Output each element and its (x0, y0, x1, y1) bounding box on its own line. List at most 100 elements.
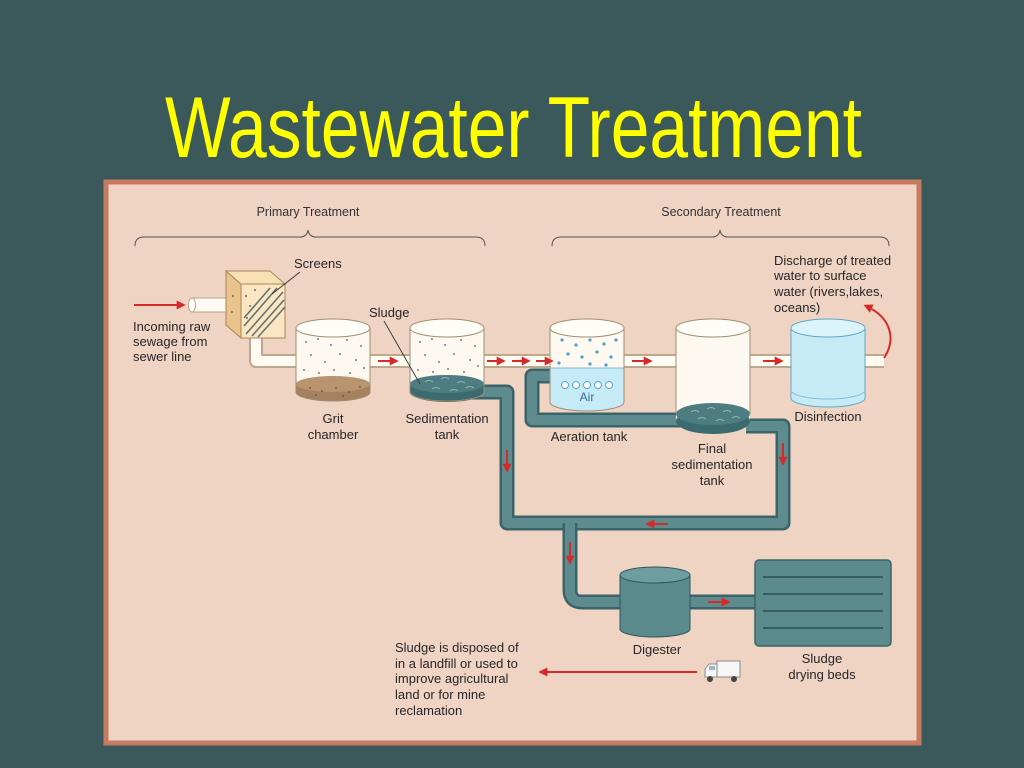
flow-arrows (378, 304, 892, 677)
sludge-pipes (470, 368, 791, 610)
sedimentation-tank-top (409, 318, 485, 338)
air-bubble (560, 338, 564, 342)
grit-speck (315, 394, 317, 396)
particle (363, 367, 365, 369)
particle (419, 341, 421, 343)
disinfection-tank-body (790, 327, 866, 408)
disposal-label-line-3: improve agricultural (395, 671, 509, 686)
disposal-label-line-4: land or for mine (395, 687, 485, 702)
aeration-tank-top (549, 318, 625, 338)
debris-particle (232, 295, 234, 297)
particle (477, 365, 479, 367)
disposal-label-line-1: Sludge is disposed of (395, 640, 519, 655)
particle (460, 339, 462, 341)
screens-leader-line (271, 271, 301, 295)
screens-box-front (240, 283, 286, 339)
particle (474, 345, 476, 347)
aeration-tank-label: Aeration tank (551, 429, 628, 444)
digester-feed-line-interior (565, 523, 624, 607)
grit-chamber-label-line-1: Grit (323, 411, 344, 426)
truck-window (709, 666, 715, 670)
screen-bar (257, 306, 286, 338)
air-bubble (602, 342, 606, 346)
secondary-sludge-surface (676, 403, 750, 425)
debris-particle (249, 305, 251, 307)
particle (447, 368, 449, 370)
air-label: Air (580, 390, 595, 404)
grit-chamber-outline (295, 328, 371, 402)
truck-cargo-box (716, 660, 741, 678)
particle (333, 369, 335, 371)
primary-sludge-texture (424, 377, 475, 392)
primary-sludge-surface (410, 375, 484, 393)
screen-bar (243, 287, 278, 327)
inlet-pipe (188, 297, 235, 313)
particle (346, 339, 348, 341)
drying-bed-dividers (763, 576, 883, 629)
grit-particles (303, 338, 365, 374)
sedimentation-tank-outline (409, 328, 485, 402)
air-diffusers (561, 381, 613, 389)
screens-debris (231, 289, 256, 319)
truck-wheel (731, 676, 737, 682)
particle (453, 353, 455, 355)
particle (432, 371, 434, 373)
screen-grates (243, 287, 286, 338)
truck-wheel (707, 676, 713, 682)
air-diffuser (605, 381, 613, 389)
grit-speck (335, 387, 337, 389)
air-diffuser (572, 381, 580, 389)
particle (318, 372, 320, 374)
inflow-label-line-3: sewer line (133, 349, 192, 364)
aeration-tank-outline (549, 328, 625, 412)
treatment-diagram: Primary Treatment Secondary Treatment (103, 179, 922, 746)
final-sedimentation-label-line-2: sedimentation (672, 457, 753, 472)
discharge-label-line-1: Discharge of treated (774, 253, 891, 268)
grit-chamber-label-line-2: chamber (308, 427, 359, 442)
drying-beds-frame (754, 559, 892, 647)
debris-particle (231, 311, 233, 313)
truck-cab (704, 663, 718, 678)
particle (444, 344, 446, 346)
particle (424, 354, 426, 356)
particle (305, 341, 307, 343)
digester (619, 566, 691, 638)
screens-unit (224, 269, 287, 340)
inflow-label-line-2: sewage from (133, 334, 207, 349)
air-bubble (580, 355, 584, 359)
grit-speck (342, 395, 344, 397)
grit-speck (321, 390, 323, 392)
particle (417, 369, 419, 371)
primary-treatment-label: Primary Treatment (257, 205, 360, 219)
aeration-tank: Air (549, 318, 625, 412)
final-sedimentation-tank (675, 318, 751, 434)
grit-speck (359, 386, 361, 388)
air-bubble (614, 338, 618, 342)
particle (355, 359, 357, 361)
grit-layer-surface (296, 376, 370, 392)
secondary-treatment-bracket (551, 229, 890, 247)
particle (360, 345, 362, 347)
air-bubble (566, 352, 570, 356)
screen-bar (251, 299, 285, 337)
grit-specks (309, 386, 361, 397)
grit-speck (309, 387, 311, 389)
truck-icon (704, 660, 741, 682)
disinfection-water-line (790, 389, 866, 400)
grit-speck (348, 391, 350, 393)
disinfection-tank-top (790, 318, 866, 338)
discharge-arrow (863, 304, 892, 359)
disinfection-tank (790, 318, 866, 408)
drying-beds-label-line-2: drying beds (788, 667, 856, 682)
final-sedimentation-tank-top (675, 318, 751, 338)
drying-beds-label-line-1: Sludge (802, 651, 842, 666)
particle (463, 371, 465, 373)
digester-top (619, 566, 691, 584)
primary-treatment-bracket (134, 229, 486, 247)
particle (317, 338, 319, 340)
digester-label: Digester (633, 642, 682, 657)
inlet-pipe-opening (188, 297, 196, 313)
debris-particle (246, 317, 248, 319)
inflow-label-line-1: Incoming raw (133, 319, 211, 334)
